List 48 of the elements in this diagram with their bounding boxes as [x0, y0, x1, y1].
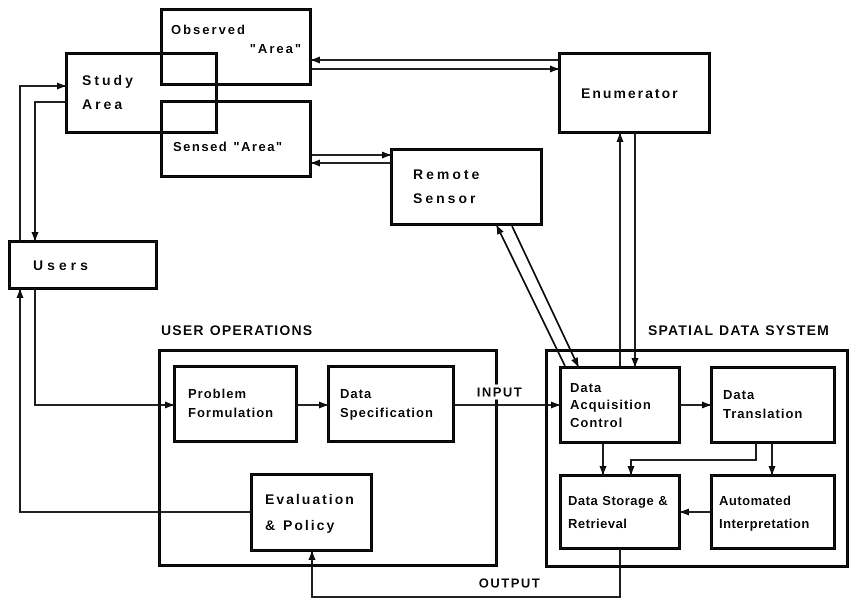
box-label: Data Storage & Retrieval — [568, 492, 670, 533]
box-label: Automated Interpretation — [719, 492, 811, 533]
box-label: Users — [33, 256, 93, 275]
process-box — [559, 366, 681, 444]
process-box — [327, 365, 455, 443]
box-label: Data Acquisition Control — [570, 378, 653, 432]
arrow — [511, 226, 579, 367]
arrow — [298, 401, 328, 409]
arrow — [19, 82, 66, 240]
arrow — [311, 56, 558, 64]
arrow — [631, 134, 639, 367]
arrow — [455, 401, 560, 409]
arrow — [627, 444, 757, 475]
group-heading: SPATIAL DATA SYSTEM — [648, 322, 830, 338]
arrow — [31, 101, 65, 241]
box-label: Observed "Area" — [171, 21, 303, 58]
arrow — [312, 65, 559, 73]
arrow — [681, 401, 711, 409]
process-box — [250, 473, 373, 552]
arrow — [599, 444, 607, 475]
process-box — [8, 240, 158, 290]
box-label: Remote Sensor — [413, 165, 484, 208]
arrow — [768, 444, 776, 475]
arrow — [616, 133, 624, 366]
box-label: Problem Formulation — [188, 385, 276, 422]
arrow — [680, 508, 710, 516]
process-box — [173, 365, 298, 443]
box-label: Data Specification — [340, 385, 435, 422]
box-label: Evaluation & Policy — [265, 490, 357, 535]
process-box — [710, 366, 836, 444]
process-box — [559, 474, 681, 550]
box-label: Data Translation — [723, 386, 804, 423]
process-box — [160, 8, 312, 86]
process-box — [390, 148, 543, 226]
box-label: Sensed "Area" — [173, 138, 285, 156]
process-box — [160, 100, 312, 178]
process-box — [558, 52, 711, 134]
process-box — [710, 474, 836, 550]
arrow — [496, 225, 566, 366]
box-label: Enumerator — [581, 84, 681, 103]
arrow — [34, 290, 174, 409]
arrow — [16, 289, 250, 513]
box-label: Study Area — [82, 71, 137, 114]
process-box — [65, 52, 218, 134]
arrow — [311, 159, 390, 167]
arrow — [308, 550, 621, 598]
group-heading: USER OPERATIONS — [161, 322, 314, 338]
arrow — [312, 151, 391, 159]
